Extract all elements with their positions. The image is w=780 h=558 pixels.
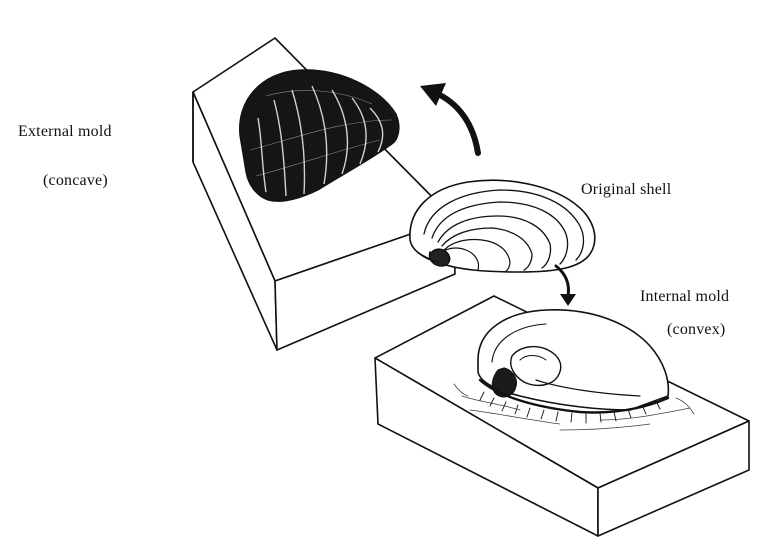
original-shell [410, 180, 595, 272]
arrow-to-internal-mold [556, 266, 576, 306]
internal-mold-type-label: (convex) [667, 321, 725, 339]
external-mold-label: External mold [18, 123, 112, 141]
original-shell-label: Original shell [581, 181, 671, 199]
arrow-to-external-mold [420, 83, 478, 153]
internal-mold-label: Internal mold [640, 288, 729, 306]
external-mold-type-label: (concave) [43, 172, 108, 190]
